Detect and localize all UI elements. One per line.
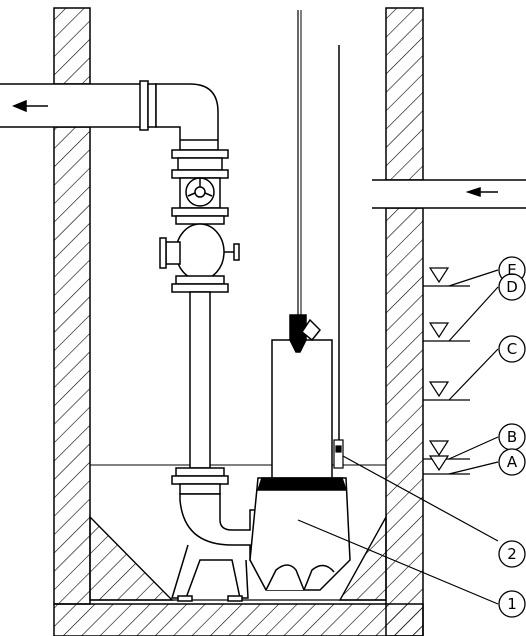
leader-2 xyxy=(342,455,499,542)
arrow-left-icon xyxy=(12,99,48,113)
label-level-d: D xyxy=(506,278,518,296)
level-marker-a xyxy=(423,455,499,475)
circle-a xyxy=(498,448,526,476)
submersible-pump-icon xyxy=(249,314,351,591)
shaft-floor xyxy=(53,603,424,636)
riser-pipe xyxy=(159,149,259,602)
pump-motor xyxy=(271,339,333,481)
right-wall xyxy=(385,7,424,636)
level-markers xyxy=(423,267,499,475)
gate-valve-icon xyxy=(159,223,240,281)
cable-gland xyxy=(289,314,307,353)
outlet-pipe xyxy=(0,80,219,151)
benching xyxy=(89,514,387,601)
level-marker-d xyxy=(423,286,499,342)
check-valve-icon xyxy=(179,177,221,209)
label-level-c: C xyxy=(507,340,517,358)
circle-d xyxy=(498,273,526,301)
circle-c xyxy=(498,335,526,363)
level-marker-b xyxy=(423,436,499,460)
shaft-walls xyxy=(53,7,424,636)
pump-foot xyxy=(170,544,249,599)
label-callout-2: 2 xyxy=(507,545,517,563)
label-level-e: E xyxy=(507,261,516,279)
circle-2 xyxy=(498,540,526,568)
level-marker-e xyxy=(423,267,499,287)
circle-1 xyxy=(498,590,526,618)
benching-left xyxy=(89,515,174,601)
level-marker-c xyxy=(423,348,499,401)
float-switch-icon xyxy=(333,45,344,469)
arrow-left-icon xyxy=(465,186,498,198)
leader-1 xyxy=(297,519,499,605)
pump-housing xyxy=(249,477,351,591)
label-callout-1: 1 xyxy=(507,595,517,613)
label-level-b: B xyxy=(507,428,517,446)
inlet-pipe xyxy=(372,179,526,209)
label-level-a: A xyxy=(507,453,518,471)
